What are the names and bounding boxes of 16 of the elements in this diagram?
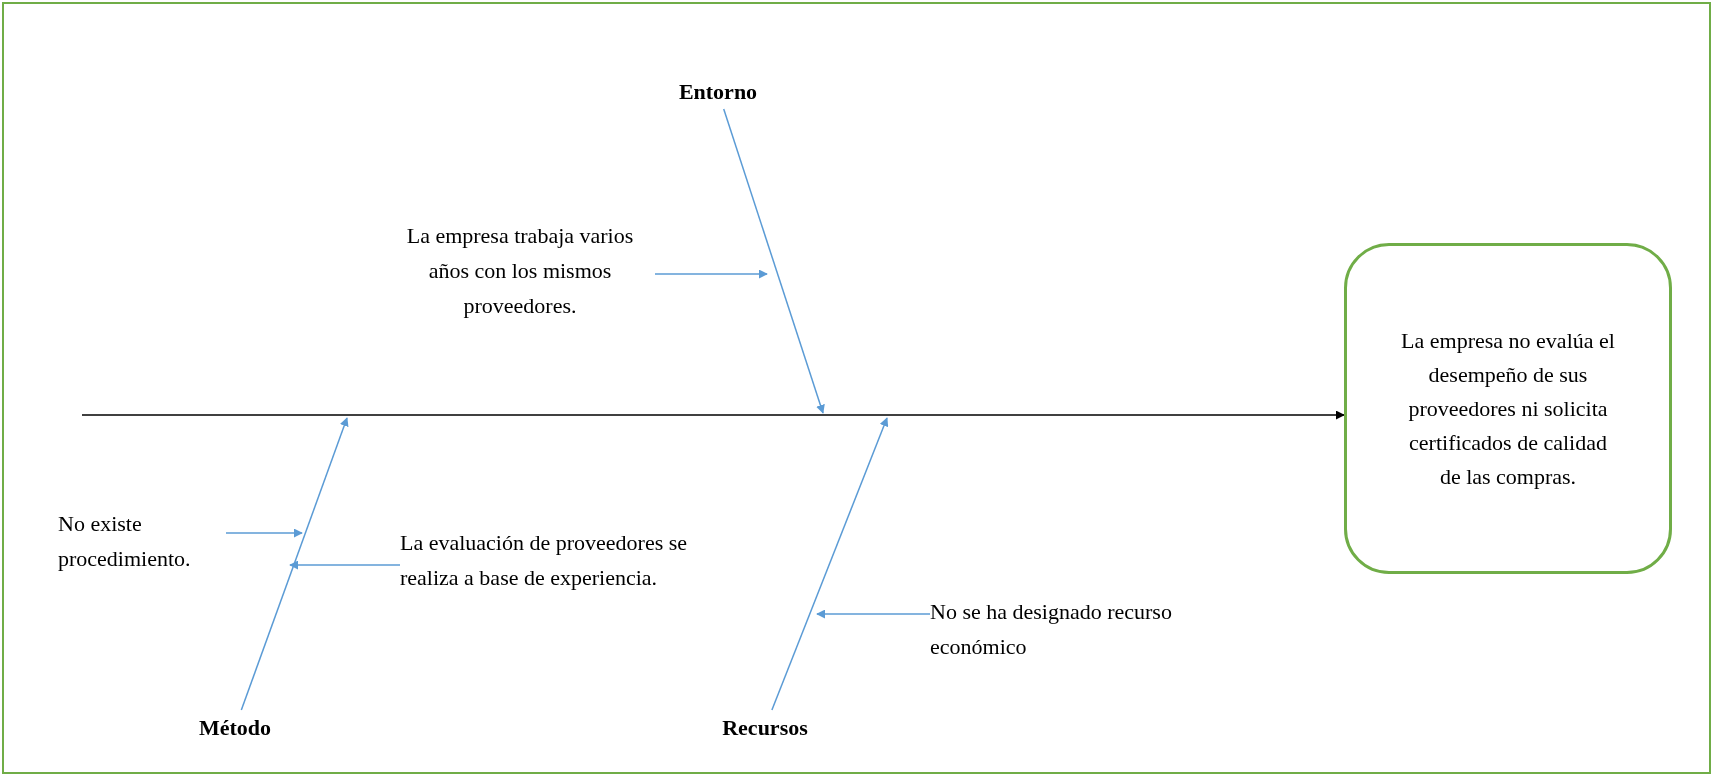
arrow — [654, 269, 768, 279]
category-label: Método — [180, 710, 290, 745]
cause-text: La empresa trabaja varios años con los mismos proveedores. — [385, 218, 655, 323]
spine-arrow — [81, 410, 1345, 420]
arrow — [771, 417, 889, 711]
cause-text: La evaluación de proveedores se realiza a base de experiencia. — [400, 525, 700, 595]
arrow — [240, 417, 349, 711]
arrow — [225, 528, 303, 538]
arrow — [289, 560, 401, 570]
cause-text: No se ha designado recurso económico — [930, 594, 1270, 664]
effect-box: La empresa no evalúa el desempeño de sus proveedores ni solicita certificados de calidad de las compras. — [1344, 243, 1672, 574]
arrow — [722, 108, 825, 414]
category-label: Entorno — [668, 74, 768, 109]
category-label: Recursos — [705, 710, 825, 745]
arrow — [816, 609, 931, 619]
cause-text: No existe procedimiento. — [58, 506, 226, 576]
